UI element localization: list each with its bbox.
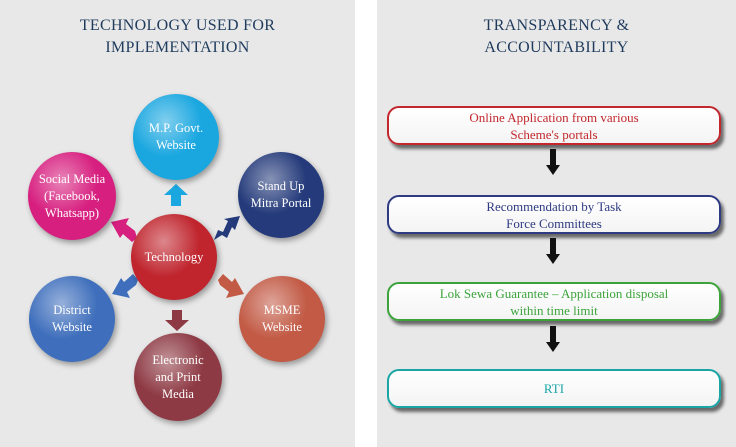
mp-govt-label-line-2: Website	[156, 138, 196, 152]
step-4-line-1: RTI	[543, 381, 565, 396]
electronic-label-line-1: Electronic	[152, 352, 204, 367]
social-media-node: Social Media (Facebook, Whatsapp)	[28, 152, 116, 240]
stand-up-mitra-portal-node: Stand Up Mitra Portal	[238, 152, 324, 238]
arrow-down-icon	[165, 310, 189, 331]
transparency-heading-line-2: ACCOUNTABILITY	[484, 39, 629, 56]
transparency-heading-line-1: TRANSPARENCY &	[483, 17, 630, 34]
arrow-down-right-icon	[218, 274, 244, 298]
msme-label-line-1: MSME	[263, 303, 301, 317]
electronic-label-line-2: and Print	[155, 369, 201, 384]
arrow-up-right-icon	[214, 216, 240, 240]
technology-heading-line-1: TECHNOLOGY USED FOR	[79, 17, 276, 34]
arrow-up-left-icon	[111, 218, 137, 242]
electronic-label-line-3: Media	[162, 386, 194, 401]
district-label-line-2: Website	[52, 320, 92, 334]
step-2-line-1: Recommendation by Task	[486, 198, 622, 214]
step-rti: RTI	[387, 369, 721, 408]
social-label-line-2: (Facebook,	[44, 188, 100, 203]
stand-up-label-line-2: Mitra Portal	[250, 196, 312, 210]
technology-panel: TECHNOLOGY USED FOR IMPLEMENTATION Techn…	[0, 0, 355, 447]
mp-govt-label-line-1: M.P. Govt.	[148, 121, 204, 135]
social-label-line-1: Social Media	[38, 171, 106, 186]
msme-website-node: MSME Website	[239, 276, 325, 362]
down-arrow-icon	[546, 238, 560, 264]
transparency-heading: TRANSPARENCY & ACCOUNTABILITY	[377, 15, 736, 59]
step-3-line-1: Lok Sewa Guarantee – Application disposa…	[439, 285, 669, 301]
arrow-down-left-icon	[112, 274, 138, 298]
down-arrow-icon	[546, 326, 560, 352]
down-arrow-icon	[546, 149, 560, 175]
technology-center-node: Technology	[131, 214, 217, 300]
step-2-line-2: Force Committees	[506, 215, 602, 231]
mp-govt-website-node: M.P. Govt. Website	[133, 94, 219, 180]
stand-up-label-line-1: Stand Up	[257, 179, 305, 193]
technology-heading-line-2: IMPLEMENTATION	[105, 39, 250, 56]
step-1-line-2: Scheme's portals	[510, 126, 598, 142]
step-3-line-2: within time limit	[510, 302, 598, 318]
technology-center-label: Technology	[144, 249, 204, 264]
transparency-panel: TRANSPARENCY & ACCOUNTABILITY Online App…	[377, 0, 736, 447]
step-1-line-1: Online Application from various	[469, 109, 639, 125]
district-label-line-1: District	[53, 303, 91, 317]
arrow-up-icon	[164, 184, 188, 206]
social-label-line-3: Whatsapp)	[44, 205, 100, 220]
step-lok-sewa-guarantee: Lok Sewa Guarantee – Application disposa…	[387, 282, 721, 321]
msme-label-line-2: Website	[262, 320, 302, 334]
technology-heading: TECHNOLOGY USED FOR IMPLEMENTATION	[0, 15, 355, 59]
